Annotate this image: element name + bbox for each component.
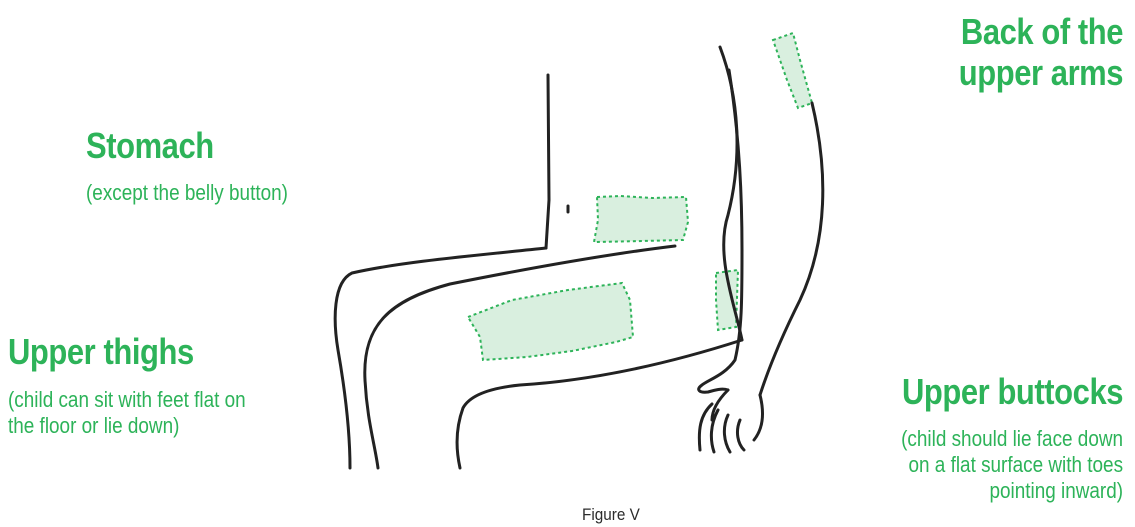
arm-back-outline — [760, 103, 823, 395]
stomach-note: (except the belly button) — [86, 180, 288, 206]
upper-thighs-title: Upper thighs — [8, 333, 194, 371]
torso-outline — [546, 75, 549, 248]
upper-buttocks-note-line: on a flat surface with toes — [901, 452, 1123, 478]
upper-buttocks-note-line: (child should lie face down — [901, 426, 1123, 452]
hand-outline — [699, 390, 762, 452]
upper-buttocks-note-line: pointing inward) — [901, 478, 1123, 504]
upper-arms-title-line: upper arms — [959, 52, 1123, 93]
thigh-zone — [468, 283, 633, 360]
upper-thighs-note-line: (child can sit with feet flat on — [8, 387, 246, 413]
upper-thighs-note-line: the floor or lie down) — [8, 413, 246, 439]
upper-arm-zone — [773, 33, 812, 108]
upper-buttocks-note: (child should lie face down on a flat su… — [901, 426, 1123, 504]
arm-outer-outline — [699, 70, 742, 392]
upper-thighs-note: (child can sit with feet flat on the flo… — [8, 387, 246, 439]
upper-arms-title-line: Back of the — [959, 11, 1123, 52]
upper-buttocks-title: Upper buttocks — [902, 373, 1123, 411]
stomach-zone — [594, 196, 688, 242]
figure-caption: Figure V — [582, 505, 640, 525]
upper-arms-title: Back of the upper arms — [959, 11, 1123, 93]
stomach-title: Stomach — [86, 127, 214, 165]
